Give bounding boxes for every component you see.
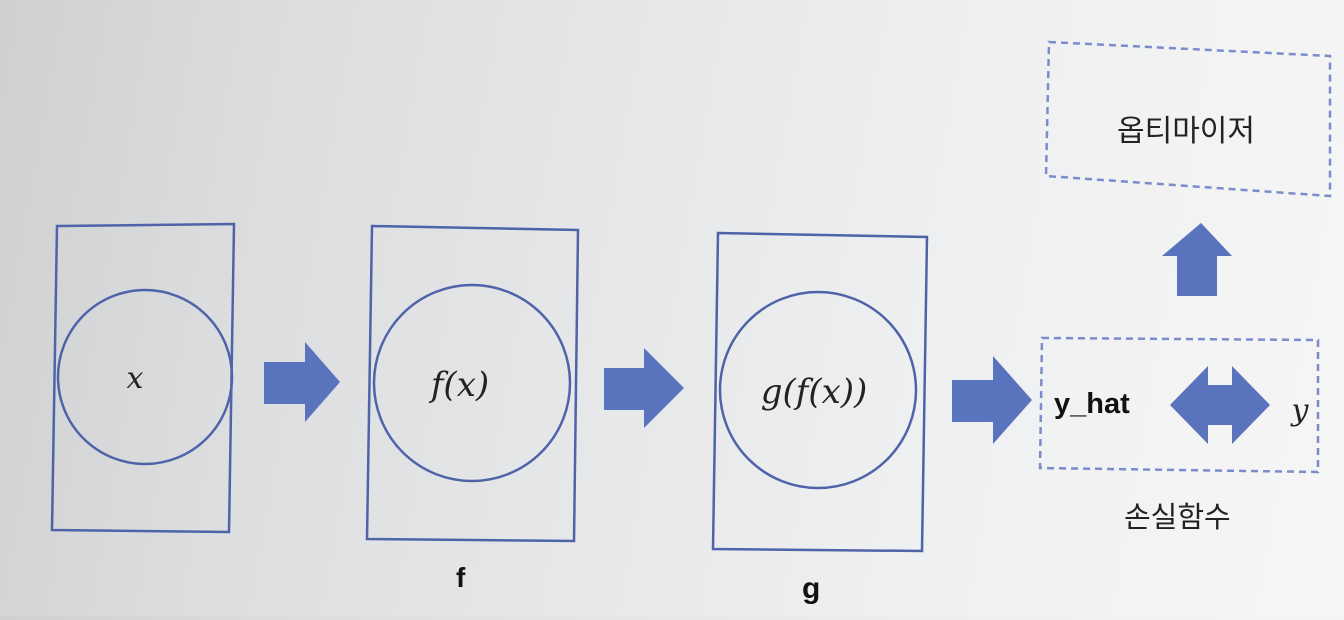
loss-function-caption: 손실함수 bbox=[1124, 500, 1231, 534]
double-arrow bbox=[1170, 366, 1270, 444]
f-box-frame bbox=[365, 224, 580, 543]
arrow-up bbox=[1162, 223, 1232, 296]
loss-box-frame bbox=[1038, 336, 1320, 474]
y-hat-label: y_hat bbox=[1054, 388, 1130, 420]
input-node-label: x bbox=[127, 361, 144, 396]
input-box-frame bbox=[50, 222, 236, 534]
arrow-right-2 bbox=[604, 348, 684, 428]
g-caption: g bbox=[802, 572, 821, 605]
target-y-label: y bbox=[1290, 393, 1310, 428]
f-caption: f bbox=[456, 562, 466, 593]
input-node-circle bbox=[56, 288, 234, 466]
input-box: x bbox=[50, 222, 236, 534]
arrow-right-1 bbox=[264, 342, 340, 422]
optimizer-box-frame bbox=[1044, 40, 1332, 198]
f-node-circle bbox=[372, 283, 572, 483]
g-node-label: g(f(x)) bbox=[761, 372, 868, 412]
loss-function-box: y bbox=[1038, 336, 1320, 474]
g-box: g(f(x)) bbox=[711, 231, 929, 553]
f-node-label: f(x) bbox=[428, 365, 489, 405]
optimizer-label: 옵티마이저 bbox=[1117, 114, 1255, 149]
f-box: f(x) bbox=[365, 224, 580, 543]
g-box-frame bbox=[711, 231, 929, 553]
arrow-right-3 bbox=[952, 356, 1032, 444]
g-node-circle bbox=[718, 290, 918, 490]
